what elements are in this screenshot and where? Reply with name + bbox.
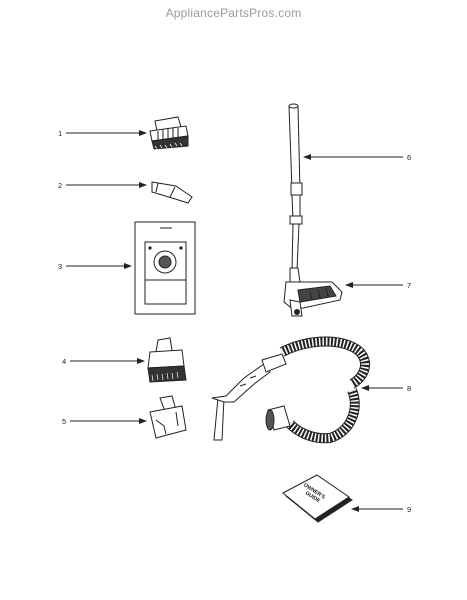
callout-5: 5	[62, 417, 66, 426]
part-5-upholstery-tool-icon	[149, 395, 187, 439]
callout-1: 1	[58, 129, 62, 138]
part-2-crevice-tool-icon	[151, 181, 193, 204]
callout-9: 9	[407, 505, 411, 514]
callout-6: 6	[407, 153, 411, 162]
callout-7: 7	[407, 281, 411, 290]
callout-3: 3	[58, 262, 62, 271]
callout-4: 4	[62, 357, 66, 366]
part-3-vacuum-bag-icon	[134, 221, 196, 315]
callout-8: 8	[407, 384, 411, 393]
part-1-nozzle-icon	[149, 116, 189, 150]
part-8-hose-icon	[211, 336, 370, 444]
part-6-wand-icon	[288, 103, 303, 271]
part-9-owners-guide-icon: OWNER'S GUIDE	[282, 474, 353, 523]
part-7-floor-nozzle-icon	[283, 267, 343, 317]
callout-2: 2	[58, 181, 62, 190]
part-4-dusting-brush-icon	[147, 337, 187, 383]
watermark: AppliancePartsPros.com	[165, 6, 302, 20]
